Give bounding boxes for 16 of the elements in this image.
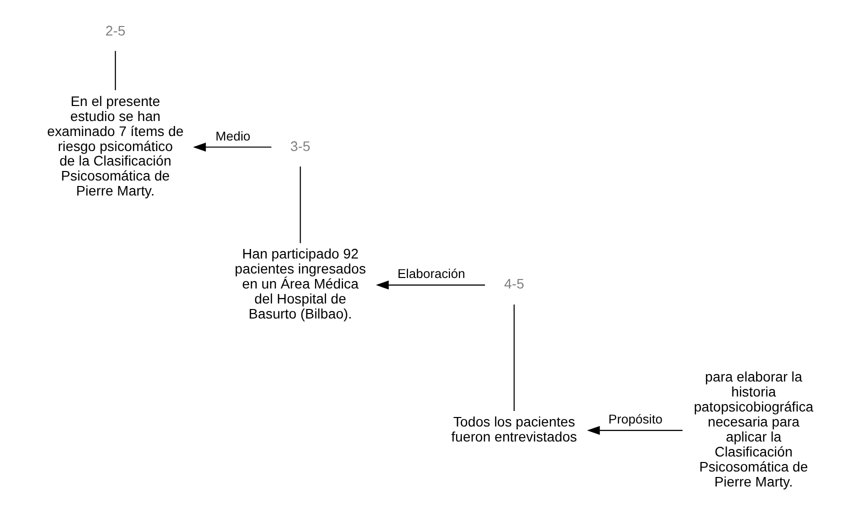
edge-label: Medio [215, 128, 250, 144]
connector [114, 50, 116, 90]
node-text: 3-5 [290, 138, 310, 154]
arrow [375, 280, 484, 290]
node-text: Todos los pacientes fueron entrevistados [450, 414, 577, 445]
connector [513, 304, 514, 411]
node-text: 4-5 [504, 276, 524, 292]
edge-label: Propósito [608, 412, 662, 427]
node-text: para elaborar la historia patopsicobiográfica necesaria para aplicar la Clasificación Psicosomática de Pierre Marty. [693, 368, 813, 490]
node-text: 2-5 [104, 22, 125, 38]
arrow [586, 426, 682, 435]
node-text: En el presente estudio se han examinado 7 ítems de riesgo psicomático de la Clasificación Psicosomática de Pierre Marty. [46, 92, 184, 199]
node-text: Han participado 92 pacientes ingresados en un Área Médica del Hospital de Basurto (Bilbao). [234, 246, 366, 322]
edge-label: Elaboración [396, 266, 465, 282]
connector [299, 166, 300, 244]
arrow [192, 142, 271, 152]
